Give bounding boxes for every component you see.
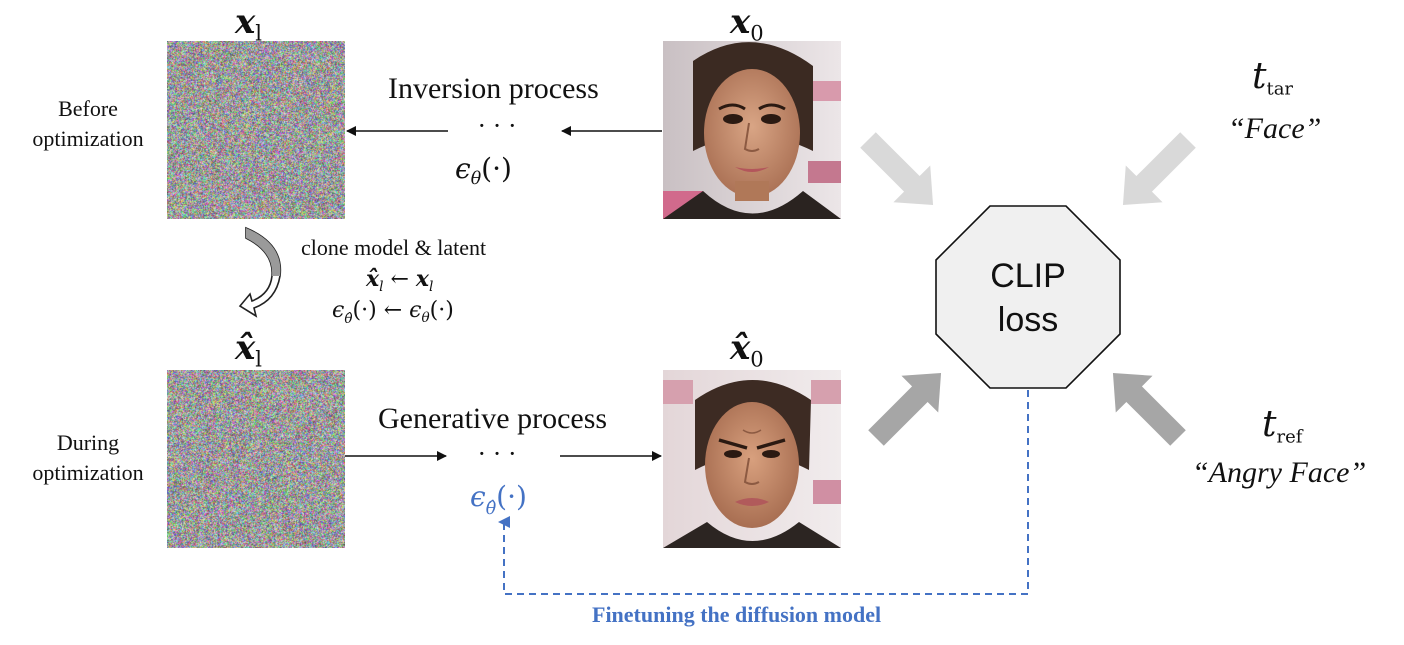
eps-theta-top: ϵθ(·) — [455, 152, 512, 190]
clone-latent-equation: x̂l ← xl — [366, 266, 434, 295]
finetune-dashed-path — [498, 390, 1029, 595]
x-l-label: xl — [235, 2, 263, 46]
inversion-dots: · · · — [478, 112, 517, 140]
clip-loss-octagon — [935, 205, 1121, 389]
face-photo-original — [663, 41, 841, 219]
finetune-label: Finetuning the diffusion model — [592, 602, 882, 627]
clip-loss-label: CLIP loss — [990, 257, 1066, 339]
clone-curved-arrow — [236, 224, 292, 320]
clone-label: clone model & latent — [301, 235, 487, 260]
x-hat-0-label: x̂0 — [730, 328, 764, 372]
generative-dots: · · · — [478, 440, 517, 468]
eps-hat-theta-bottom: ϵθ̂(·) — [470, 480, 527, 519]
x-0-label: x0 — [730, 2, 764, 46]
t-tar-text: “Face” — [1228, 112, 1322, 145]
inversion-process-label: Inversion process — [388, 72, 599, 105]
before-optimization-label: Before optimization — [32, 96, 144, 151]
face-photo-edited — [663, 370, 841, 548]
arrow-from-x0 — [860, 132, 934, 206]
arrow-from-xhat0 — [868, 372, 942, 446]
x-hat-l-label: x̂l — [235, 328, 263, 372]
during-optimization-label: During optimization — [32, 430, 144, 485]
t-tar-label: ttar — [1252, 56, 1294, 100]
clone-model-equation: ϵθ̂(·) ← ϵθ(·) — [332, 298, 454, 328]
generative-process-label: Generative process — [378, 402, 608, 435]
t-ref-label: tref — [1262, 404, 1303, 448]
arrow-from-t-tar — [1122, 132, 1196, 206]
t-ref-text: “Angry Face” — [1192, 456, 1367, 489]
arrow-from-t-ref — [1112, 372, 1186, 446]
noise-image-bottom — [167, 370, 345, 548]
noise-image-top — [167, 41, 345, 219]
